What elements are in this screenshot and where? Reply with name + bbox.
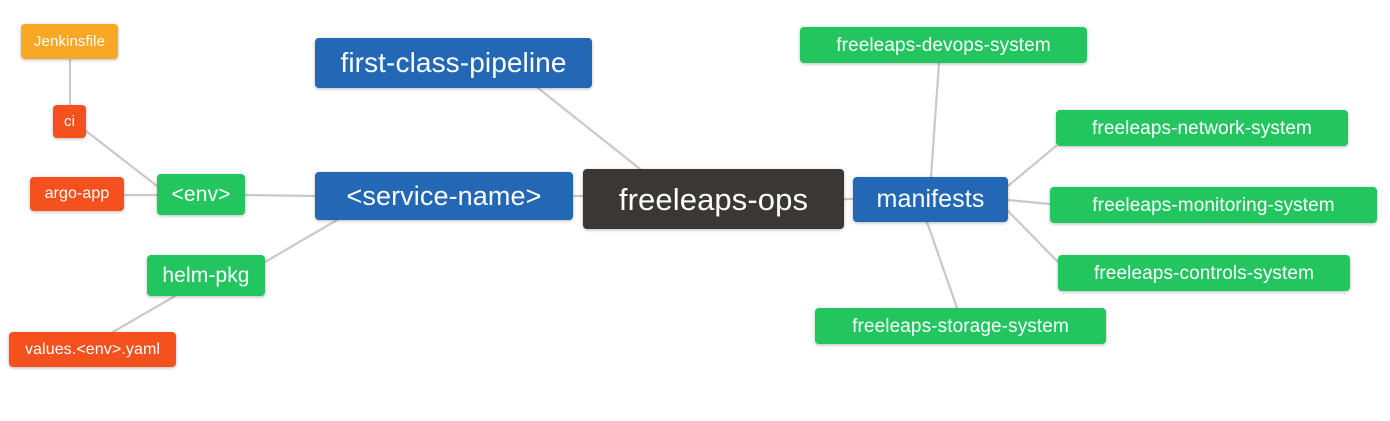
node-values-yaml[interactable]: values.<env>.yaml [9,332,176,367]
node-service-name[interactable]: <service-name> [315,172,573,220]
node-env[interactable]: <env> [157,174,245,215]
node-first-class-pipeline[interactable]: first-class-pipeline [315,38,592,88]
node-jenkinsfile[interactable]: Jenkinsfile [21,24,118,59]
node-label: helm-pkg [162,264,250,287]
edge-env-to-service-name [243,193,317,198]
node-label: freeleaps-devops-system [836,34,1051,56]
node-label: freeleaps-controls-system [1093,262,1315,284]
node-network-system[interactable]: freeleaps-network-system [1056,110,1348,146]
edge-helm-pkg-to-service-name [263,218,339,264]
node-argo-app[interactable]: argo-app [30,177,124,211]
node-ci[interactable]: ci [53,105,86,138]
node-label: manifests [876,185,985,213]
edge-monitoring-system-to-manifests [1006,198,1052,206]
edge-network-system-to-manifests [1006,144,1058,188]
node-label: ci [63,113,76,130]
node-storage-system[interactable]: freeleaps-storage-system [815,308,1106,344]
node-label: <service-name> [346,180,542,211]
node-monitoring-system[interactable]: freeleaps-monitoring-system [1050,187,1377,223]
node-label: freeleaps-ops [618,181,809,217]
node-label: values.<env>.yaml [24,340,161,358]
node-devops-system[interactable]: freeleaps-devops-system [800,27,1087,63]
edge-values-yaml-to-helm-pkg [111,294,177,334]
node-label: freeleaps-network-system [1092,117,1312,139]
node-label: <env> [171,183,231,206]
node-helm-pkg[interactable]: helm-pkg [147,255,265,296]
node-label: freeleaps-storage-system [852,315,1069,337]
node-label: Jenkinsfile [33,33,106,50]
edge-first-class-pipeline-to-freeleaps-ops [536,86,642,171]
node-controls-system[interactable]: freeleaps-controls-system [1058,255,1350,291]
edge-devops-system-to-manifests [929,61,941,179]
node-label: freeleaps-monitoring-system [1092,194,1335,216]
node-manifests[interactable]: manifests [853,177,1008,222]
edge-storage-system-to-manifests [925,220,959,310]
node-freeleaps-ops[interactable]: freeleaps-ops [583,169,844,229]
node-label: argo-app [44,185,110,202]
node-label: first-class-pipeline [340,47,567,78]
